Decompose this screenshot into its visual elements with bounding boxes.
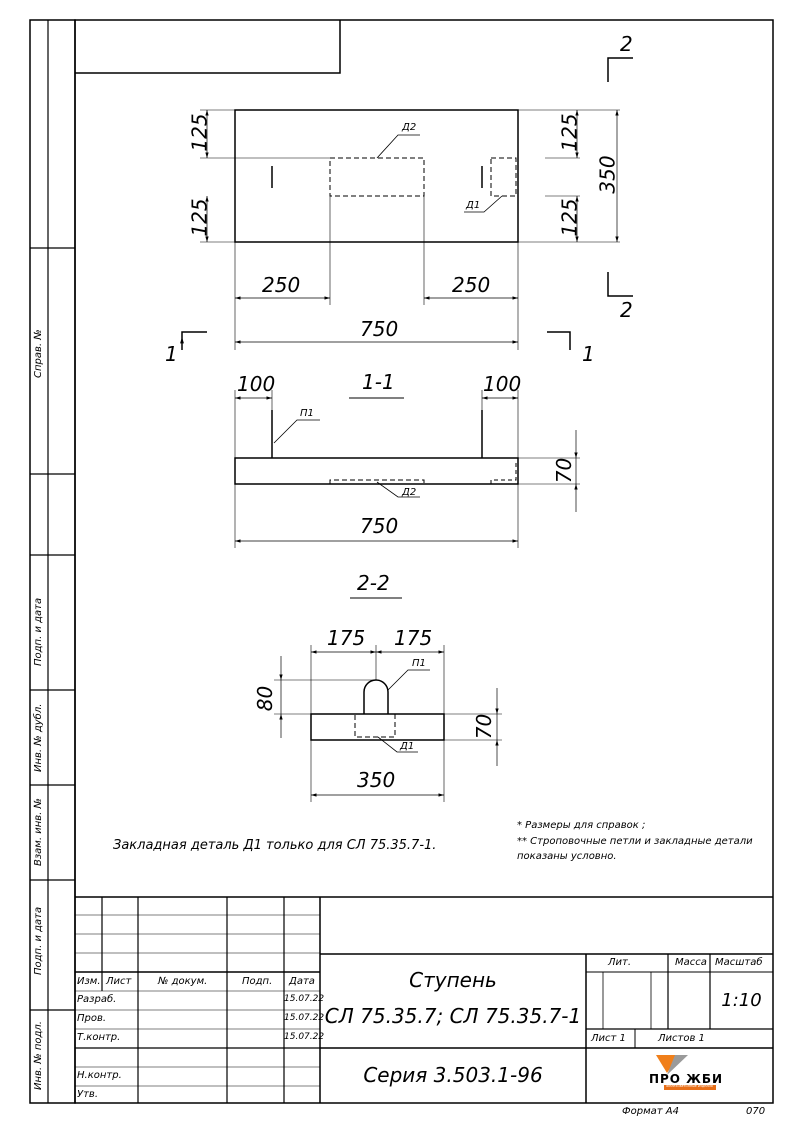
label-p1-sec1: П1 [300, 408, 314, 419]
tb-col-date: Дата [289, 976, 315, 987]
margin-podp-data-2: Подп. и дата [33, 906, 44, 975]
dim-plan-right: 250 [452, 273, 491, 297]
section-1-1-title: 1-1 [362, 370, 395, 394]
section-2-2-title: 2-2 [357, 571, 390, 595]
note-ref-1: * Размеры для справок ; [517, 820, 646, 831]
logo-mark [656, 1055, 716, 1090]
tb-role-tkontr: Т.контр. [77, 1032, 121, 1043]
tb-logo-text: ПРО ЖБИ [648, 1072, 724, 1086]
note-main: Закладная деталь Д1 только для СЛ 75.35.… [113, 838, 437, 853]
tb-col-podp: Подп. [242, 976, 273, 987]
tb-title-line1: Ступень [409, 968, 497, 992]
tb-date-2: 15.07.22 [284, 1013, 325, 1023]
tb-series: Серия 3.503.1-96 [363, 1063, 543, 1087]
tb-title-line2: СЛ 75.35.7; СЛ 75.35.7-1 [324, 1004, 582, 1028]
tb-role-utv: Утв. [77, 1089, 98, 1100]
margin-vzam-inv: Взам. инв. № [33, 798, 44, 866]
tb-scale: 1:10 [721, 990, 762, 1011]
note-ref-3: показаны условно. [517, 851, 617, 862]
label-d1-sec2: Д1 [400, 741, 415, 752]
plan-view [180, 57, 633, 350]
cut-mark-1-left: 1 [165, 342, 178, 366]
margin-sprav: Справ. № [33, 329, 44, 378]
note-ref-2: ** Строповочные петли и закладные детали [517, 836, 753, 847]
sheet-frame [29, 19, 774, 1104]
tb-role-razrab: Разраб. [77, 994, 117, 1005]
dim-plan-top-left-offset: 125 [187, 113, 212, 152]
tb-logo-sub: ЖЕЛЕЗОБЕТОННЫЕ ИЗДЕЛИЯ [666, 1084, 713, 1088]
cut-mark-1-right: 1 [582, 342, 595, 366]
dim-plan-bottom-right-offset: 125 [557, 198, 582, 237]
dim-sec1-width: 750 [360, 514, 399, 538]
tb-sheets: Листов 1 [658, 1033, 705, 1044]
dim-plan-height: 350 [595, 155, 620, 194]
embedded-part-d2 [329, 157, 425, 197]
dim-plan-left: 250 [262, 273, 301, 297]
dim-plan-bottom-left-offset: 125 [187, 198, 212, 237]
section-1-1 [234, 390, 580, 548]
label-p1-sec2: П1 [412, 658, 426, 669]
cut-mark-2-top: 2 [620, 32, 633, 56]
title-block-lines [75, 896, 773, 1103]
section-2-2 [274, 597, 502, 802]
dim-sec1-right: 100 [483, 372, 522, 396]
margin-inv-dubl: Инв. № дубл. [33, 703, 44, 772]
label-d2-plan: Д2 [402, 122, 417, 133]
tb-col-doc: № докум. [158, 976, 208, 987]
tb-role-prov: Пров. [77, 1013, 107, 1024]
tb-col-izm: Изм. [77, 976, 101, 987]
dim-sec2-width: 350 [357, 768, 396, 792]
tb-format: Формат А4 [622, 1106, 679, 1117]
tb-mass: Масса [675, 957, 707, 968]
tb-col-list: Лист [106, 976, 132, 987]
dim-sec2-height: 70 [472, 713, 497, 740]
label-d2-sec1: Д2 [402, 487, 417, 498]
margin-podp-data-1: Подп. и дата [33, 597, 44, 666]
tb-page-code: 070 [746, 1106, 766, 1117]
tb-date-3: 15.07.22 [284, 1032, 325, 1042]
dim-sec1-height: 70 [552, 457, 577, 484]
tb-date-1: 15.07.22 [284, 994, 325, 1004]
cut-mark-2-bottom: 2 [620, 298, 633, 322]
tb-lit: Лит. [608, 957, 632, 968]
dim-sec2-loop-height: 80 [253, 685, 278, 712]
dim-plan-top-right-offset: 125 [557, 113, 582, 152]
dim-sec2-left: 175 [327, 626, 366, 650]
label-d1-plan: Д1 [466, 200, 481, 211]
dim-plan-width: 750 [360, 317, 399, 341]
tb-role-nkontr: Н.контр. [77, 1070, 122, 1081]
dim-sec2-right: 175 [394, 626, 433, 650]
embedded-part-d1 [490, 157, 517, 197]
tb-sheet: Лист 1 [591, 1033, 626, 1044]
tb-scale-label: Масштаб [715, 957, 763, 968]
margin-inv-podl: Инв. № подл. [33, 1021, 44, 1090]
dim-sec1-left: 100 [237, 372, 276, 396]
